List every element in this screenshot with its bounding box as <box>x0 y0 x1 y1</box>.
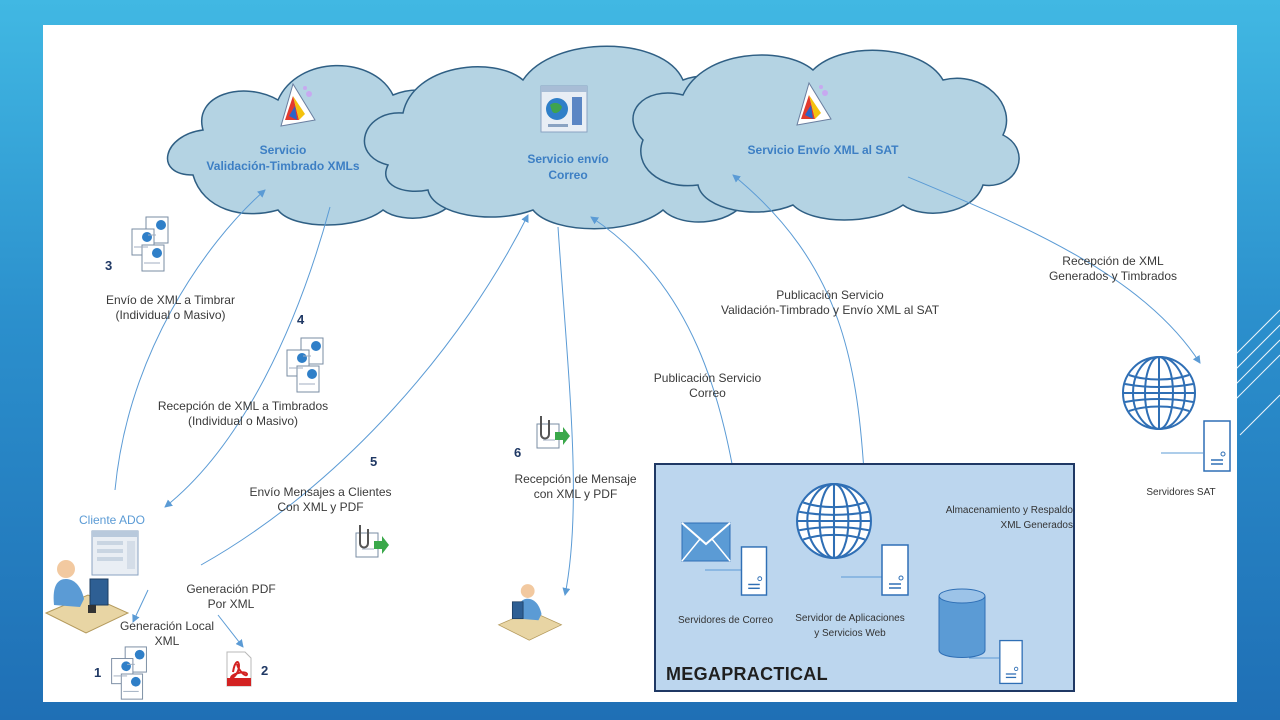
label-storage: Almacenamiento y Respaldo XML Generados <box>945 505 1073 531</box>
cloud-label-email: Servicio envío Correo <box>527 152 609 182</box>
label-receive-xml: Recepción de XML a Timbrados (Individual… <box>157 399 329 428</box>
globe-icon <box>796 483 872 559</box>
user-computer-icon <box>44 560 130 634</box>
label-sat-servers: Servidores SAT <box>1146 487 1216 498</box>
diagram-graphics <box>114 45 1203 692</box>
xml-documents-icon <box>111 646 147 700</box>
step-number-5: 5 <box>370 454 378 469</box>
label-publication-email: Publicación Servicio Correo <box>653 371 762 400</box>
label-client: Cliente ADO <box>78 513 146 527</box>
browser-globe-icon <box>540 85 588 133</box>
cloud-label-validation: Servicio Validación-Timbrado XMLs <box>206 143 360 173</box>
email-attachment-icon <box>355 525 389 558</box>
step-number-2: 2 <box>261 663 269 678</box>
cloud-sat <box>632 49 1020 221</box>
globe-icon <box>1122 356 1196 430</box>
color-palette-icon <box>796 81 832 126</box>
step-number-4: 4 <box>297 312 305 327</box>
user-computer-icon <box>497 584 563 641</box>
step-number-3: 3 <box>105 258 113 273</box>
label-reception-sat: Recepción de XML Generados y Timbrados <box>1048 254 1178 283</box>
megapractical-title: MEGAPRACTICAL <box>666 664 828 684</box>
label-app-servers: Servidor de Aplicaciones y Servicios Web <box>795 613 905 639</box>
xml-documents-icon <box>131 216 169 272</box>
server-icon <box>1203 420 1231 472</box>
diagram-canvas: Servicio Validación-Timbrado XMLs Servic… <box>43 25 1237 702</box>
label-generate-local: Generación Local XML <box>119 619 215 648</box>
label-send-messages: Envío Mensajes a Clientes Con XML y PDF <box>249 485 392 514</box>
xml-documents-icon <box>286 337 324 393</box>
step-number-6: 6 <box>514 445 522 460</box>
cloud-label-sat: Servicio Envío XML al SAT <box>747 143 899 157</box>
application-window-icon <box>91 530 139 576</box>
envelope-icon <box>681 522 731 562</box>
color-palette-icon <box>280 82 316 127</box>
server-icon <box>740 546 768 596</box>
label-generate-pdf: Generación PDF Por XML <box>186 582 276 611</box>
server-icon <box>999 639 1023 685</box>
database-icon <box>938 588 986 658</box>
background-decoration <box>1230 309 1280 436</box>
label-send-xml: Envío de XML a Timbrar (Individual o Mas… <box>106 293 235 322</box>
label-mail-servers: Servidores de Correo <box>677 615 774 626</box>
label-publication-validation: Publicación Servicio Validación-Timbrado… <box>720 288 940 317</box>
email-attachment-icon <box>536 416 570 449</box>
step-number-1: 1 <box>94 665 102 680</box>
server-icon <box>881 544 909 596</box>
pdf-icon <box>226 651 252 687</box>
label-receive-message: Recepción de Mensaje con XML y PDF <box>514 472 637 501</box>
